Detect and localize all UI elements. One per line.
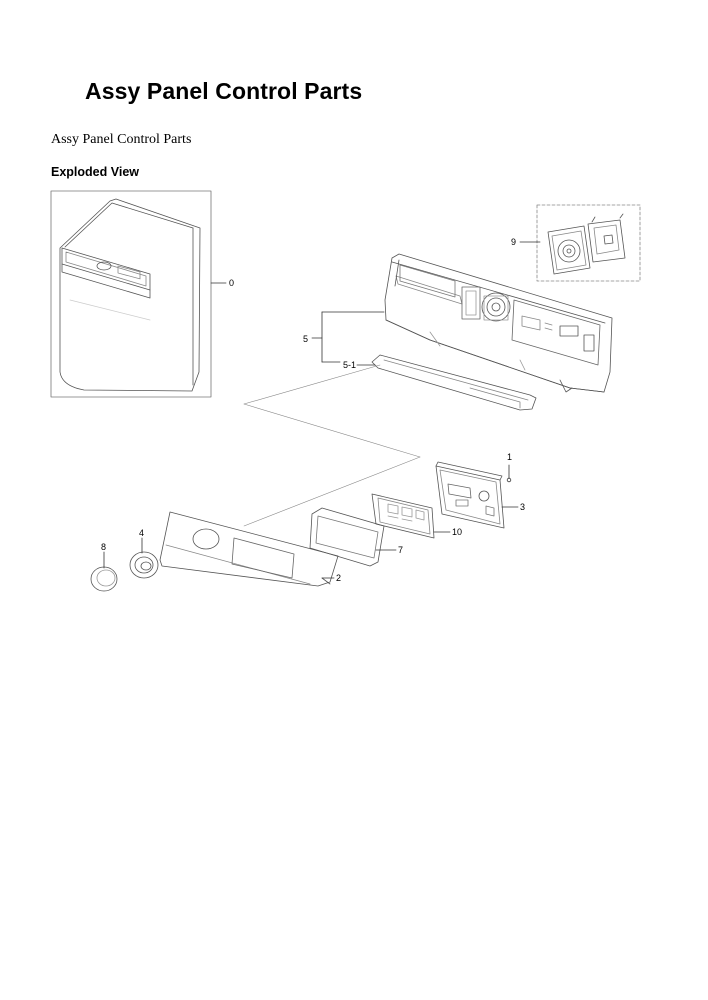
encoder-board-assembly xyxy=(536,204,641,282)
callout-8: 8 xyxy=(101,542,106,552)
front-panel-cover xyxy=(159,511,339,587)
screw xyxy=(506,477,512,483)
section-title: Exploded View xyxy=(51,165,139,179)
leader-bracket xyxy=(311,311,385,366)
callout-9: 9 xyxy=(511,237,516,247)
callout-5-1: 5-1 xyxy=(343,360,356,370)
main-pcb xyxy=(435,461,505,529)
callout-3: 3 xyxy=(520,502,525,512)
knob-ring xyxy=(129,551,159,579)
trim-strip xyxy=(371,354,537,411)
control-panel-housing xyxy=(384,253,613,393)
display-board xyxy=(371,493,435,539)
page-subtitle: Assy Panel Control Parts xyxy=(51,132,192,147)
washer-overview xyxy=(50,190,212,398)
callout-5: 5 xyxy=(303,334,308,344)
callout-7: 7 xyxy=(398,545,403,555)
display-window xyxy=(309,507,385,567)
knob-cap xyxy=(90,566,118,592)
callout-4: 4 xyxy=(139,528,144,538)
page-title: Assy Panel Control Parts xyxy=(85,78,363,104)
callout-1: 1 xyxy=(507,452,512,462)
callout-0: 0 xyxy=(229,278,234,288)
callout-2: 2 xyxy=(336,573,341,583)
projection-lines xyxy=(243,364,421,527)
callout-10: 10 xyxy=(452,527,462,537)
